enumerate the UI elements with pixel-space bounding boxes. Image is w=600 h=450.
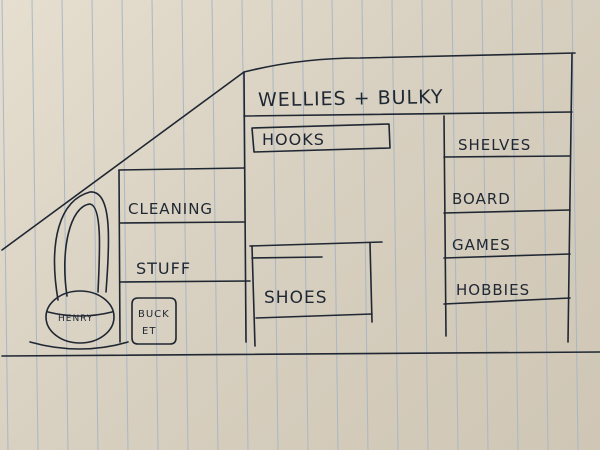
shelf-line-4 <box>443 297 571 305</box>
hooks-label: HOOKS <box>262 130 325 149</box>
board-label: BOARD <box>452 190 511 208</box>
henry-label: HENRY <box>58 314 93 324</box>
ruled-line <box>391 0 399 450</box>
shoe-rack-top <box>249 241 383 247</box>
hobbies-label: HOBBIES <box>456 281 530 299</box>
shoe-rack-left <box>251 245 256 347</box>
shelves-left-wall <box>443 115 447 337</box>
ruled-line <box>481 0 489 450</box>
ruled-line <box>121 0 129 450</box>
top-shelf-line <box>243 111 573 117</box>
bucket-box <box>131 297 177 345</box>
shelf-line-1 <box>443 155 571 158</box>
hooks-box <box>251 123 391 153</box>
stair-slope-line <box>1 52 576 251</box>
ruled-line <box>331 0 339 450</box>
cleaning-left-wall <box>118 169 121 343</box>
vacuum-body <box>45 290 115 344</box>
shelf-line-2 <box>443 209 571 214</box>
ruled-line <box>151 0 159 450</box>
cleaning-top-line <box>118 167 245 171</box>
shelves-right-wall <box>567 53 573 343</box>
shelf-line-3 <box>443 253 571 259</box>
cleaning-label: CLEANING <box>128 200 213 218</box>
cleaning-middle-line <box>119 221 245 224</box>
games-label: GAMES <box>452 236 511 254</box>
vacuum-hose <box>53 191 110 301</box>
shelves-label: SHELVES <box>458 136 531 154</box>
stuff-label: STUFF <box>136 259 191 278</box>
shoe-rack-bottom <box>255 313 373 319</box>
vacuum-band <box>47 311 113 317</box>
wellies-label: WELLIES + BULKY <box>258 86 444 111</box>
ruled-line <box>361 0 369 450</box>
vacuum-base <box>29 341 129 350</box>
central-divider <box>243 71 247 343</box>
ruled-line <box>511 0 519 450</box>
ruled-line <box>91 0 99 450</box>
bucket-label-line-1: BUCK <box>138 309 170 320</box>
ruled-line <box>451 0 459 450</box>
shoe-rack-shelf <box>251 256 323 259</box>
vacuum-hose-inner <box>64 203 101 297</box>
ruled-line <box>1 0 9 450</box>
ruled-line <box>571 0 579 450</box>
ruled-line <box>301 0 309 450</box>
bucket-label-line-2: ET <box>142 326 156 337</box>
ruled-line <box>211 0 219 450</box>
floor-line <box>1 351 600 357</box>
ruled-line <box>271 0 279 450</box>
ruled-line <box>181 0 189 450</box>
ruled-line <box>61 0 69 450</box>
ruled-line <box>541 0 549 450</box>
ruled-line <box>421 0 429 450</box>
shoes-label: SHOES <box>264 288 328 308</box>
shoe-rack-right <box>369 242 373 323</box>
stuff-bottom-line <box>119 280 251 283</box>
